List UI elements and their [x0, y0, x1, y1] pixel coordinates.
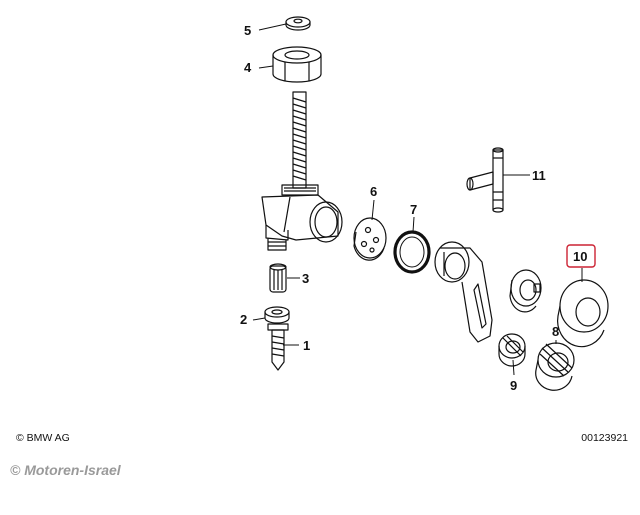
callout-8: 8: [552, 324, 559, 339]
watermark-text: © Motoren-Israel: [10, 462, 121, 478]
fuel-tap-body: [261, 184, 343, 251]
part-10-washer: [557, 279, 609, 348]
leader-lines: [252, 23, 583, 376]
part-9-ring: [498, 333, 526, 367]
part-4-nut: [272, 46, 322, 83]
callout-5: 5: [244, 23, 251, 38]
threaded-rod: [292, 91, 307, 189]
callout-6: 6: [370, 184, 377, 199]
part-8-cap: [535, 342, 575, 391]
callout-4: 4: [244, 60, 252, 75]
callout-3: 3: [302, 271, 309, 286]
callout-11: 11: [532, 168, 546, 183]
callout-2: 2: [240, 312, 247, 327]
callout-7: 7: [410, 202, 417, 217]
diagram-number: 00123921: [581, 432, 628, 444]
callout-10: 10: [573, 249, 587, 264]
spacer-ring: [509, 269, 542, 313]
callout-9: 9: [510, 378, 517, 393]
part-5-washer: [285, 16, 311, 31]
part-6-valve-disc: [353, 217, 387, 261]
tap-lever: [434, 241, 493, 343]
part-2-gasket: [264, 306, 290, 324]
copyright-label: © BMW AG: [16, 432, 70, 444]
part-1-bolt: [267, 323, 289, 371]
part-11-t-connector: [466, 147, 504, 213]
callout-10-highlight-box: [566, 244, 596, 268]
part-3-filter-screen: [269, 263, 287, 293]
callout-1: 1: [303, 338, 310, 353]
part-7-o-ring: [393, 230, 431, 274]
